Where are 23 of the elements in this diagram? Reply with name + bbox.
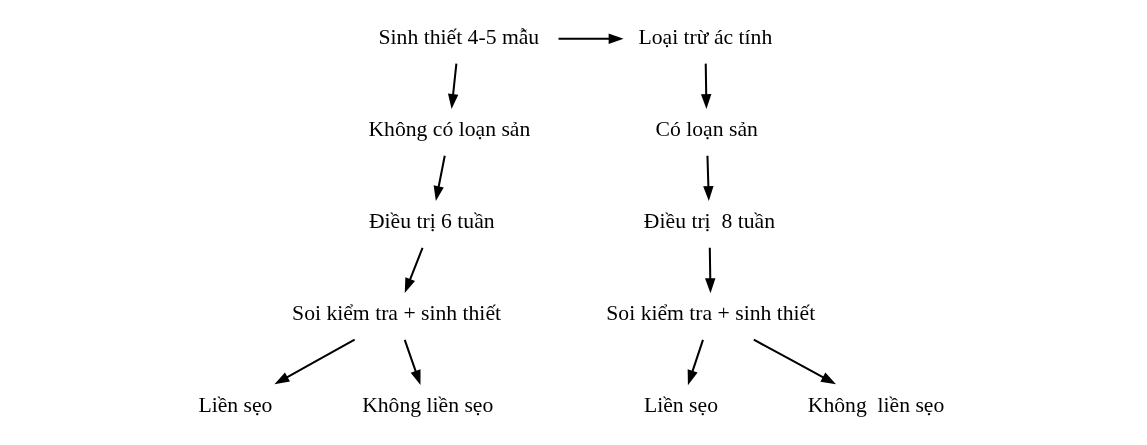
node-text: Không liền sẹo [807, 392, 944, 417]
node-text: Liền sẹo [197, 392, 272, 417]
arrow [403, 339, 420, 385]
arrow [700, 63, 711, 109]
node-text: Có loạn sản [655, 116, 758, 141]
arrow [273, 338, 355, 384]
node-text: Điều trị 6 tuần [368, 208, 495, 233]
node-text: Soi kiểm tra + sinh thiết [605, 300, 815, 325]
arrow [704, 247, 715, 293]
arrow [752, 338, 836, 384]
arrow [687, 339, 704, 385]
arrow [404, 246, 423, 293]
arrow [433, 155, 446, 201]
arrow [558, 33, 624, 44]
arrow [447, 63, 458, 109]
node-text: Liền sẹo [643, 392, 718, 417]
node-text: Loại trừ ác tính [637, 24, 772, 49]
node-text: Sinh thiết 4-5 mẫu [378, 24, 539, 49]
node-text: Không liền sẹo [361, 392, 493, 417]
node-text: Điều trị 8 tuần [643, 208, 775, 233]
arrow [702, 155, 714, 201]
node-text: Không có loạn sản [367, 116, 530, 141]
node-text: Soi kiểm tra + sinh thiết [291, 300, 501, 325]
